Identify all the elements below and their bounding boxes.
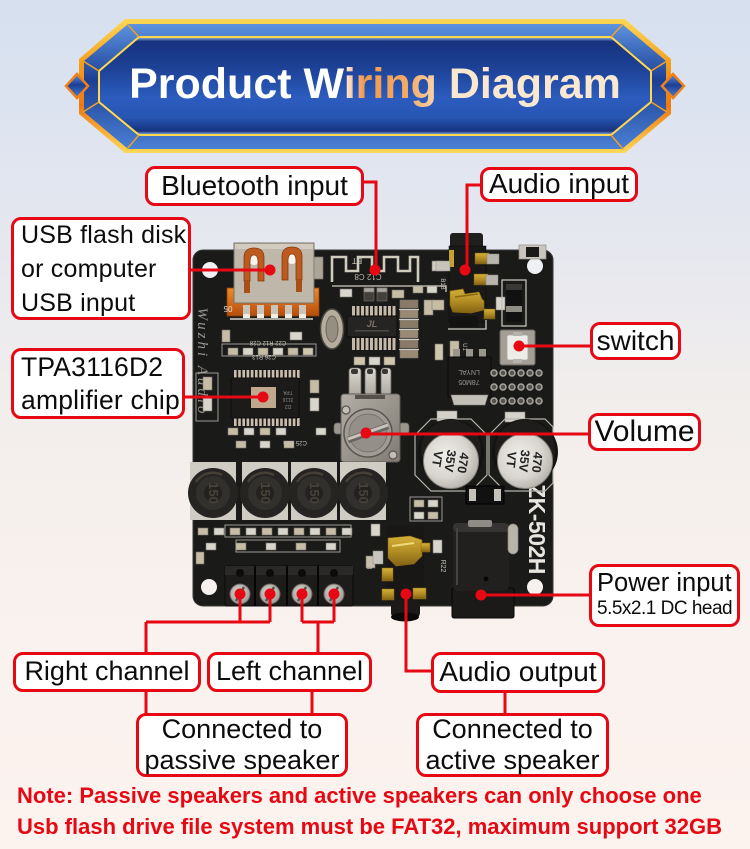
svg-text:R23: R23	[365, 557, 372, 570]
svg-text:05: 05	[223, 304, 232, 313]
svg-text:C12 C8: C12 C8	[354, 272, 382, 281]
svg-text:VT: VT	[429, 450, 445, 468]
svg-text:150: 150	[356, 482, 371, 504]
svg-text:D2: D2	[285, 403, 292, 409]
svg-text:ZK-502H: ZK-502H	[524, 484, 550, 574]
svg-text:C26 R13: C26 R13	[252, 353, 276, 359]
svg-text:3116: 3116	[282, 396, 293, 402]
svg-text:U1: U1	[461, 343, 467, 351]
svg-text:150: 150	[258, 482, 273, 504]
svg-text:B1B: B1B	[439, 278, 445, 289]
svg-text:JL: JL	[367, 319, 378, 329]
svg-text:78M05: 78M05	[458, 378, 480, 385]
svg-text:C22 R12 C28: C22 R12 C28	[249, 339, 286, 345]
svg-text:35V: 35V	[441, 449, 458, 474]
svg-text:35V: 35V	[516, 449, 532, 473]
svg-text:LNYAL: LNYAL	[458, 368, 480, 375]
svg-text:C25 C26: C25 C26	[283, 439, 307, 445]
svg-text:TPA: TPA	[283, 389, 293, 395]
svg-text:VT: VT	[503, 451, 519, 469]
svg-text:BT: BT	[352, 256, 362, 265]
svg-text:470: 470	[529, 451, 545, 473]
svg-text:R22: R22	[439, 560, 446, 573]
svg-text:150: 150	[307, 482, 322, 504]
svg-text:470: 470	[454, 451, 471, 474]
svg-text:150: 150	[206, 482, 221, 504]
